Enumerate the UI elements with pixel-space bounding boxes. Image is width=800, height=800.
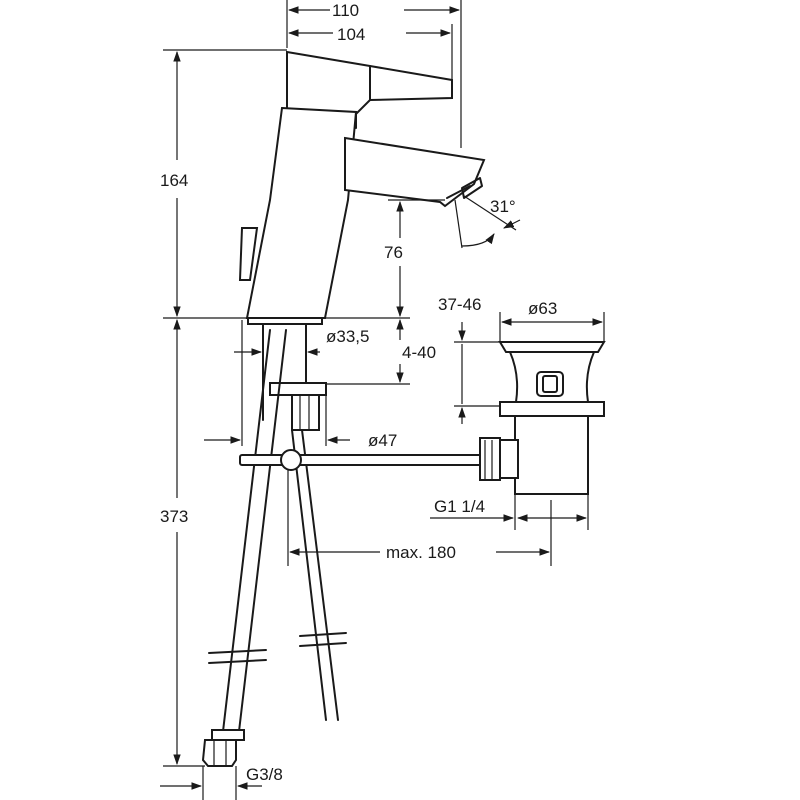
dim-waste-thread: [430, 494, 589, 530]
waste-fitting: [479, 341, 606, 495]
mounting-shank: [262, 323, 327, 431]
dim-hose-thread: [160, 766, 262, 800]
dim-label-104: 104: [337, 25, 365, 44]
dim-label-31: 31°: [490, 197, 516, 216]
dim-hose-length: [163, 318, 205, 767]
dim-label-373: 373: [160, 507, 188, 526]
dim-label-164: 164: [160, 171, 188, 190]
dim-label-33-5: ø33,5: [326, 327, 369, 346]
dim-label-76: 76: [384, 243, 403, 262]
dim-spout-height: [325, 199, 445, 319]
dim-spout-angle: [454, 195, 521, 249]
dim-hole-diameter: [204, 320, 350, 446]
dim-rod-length: [287, 470, 552, 566]
dim-label-g3-8: G3/8: [246, 765, 283, 784]
dim-height-total: [163, 49, 287, 319]
dim-base-diameter: [234, 325, 320, 358]
dim-label-110: 110: [332, 1, 359, 20]
popup-rod: [239, 449, 491, 471]
dim-width-spout: [287, 24, 453, 80]
dim-label-47: ø47: [368, 431, 397, 450]
supply-hoses: [201, 329, 347, 767]
dim-label-63: ø63: [528, 299, 557, 318]
faucet-body: [238, 50, 486, 325]
dim-label-g1-1-4: G1 1/4: [434, 497, 485, 516]
dim-width-total: [286, 0, 462, 148]
dim-label-max-180: max. 180: [386, 543, 456, 562]
dim-label-37-46: 37-46: [438, 295, 481, 314]
dim-thread-range: [454, 322, 500, 424]
dim-label-4-40: 4-40: [402, 343, 436, 362]
dim-waste-diameter: [499, 312, 605, 342]
dim-deck-thickness: [326, 318, 410, 385]
